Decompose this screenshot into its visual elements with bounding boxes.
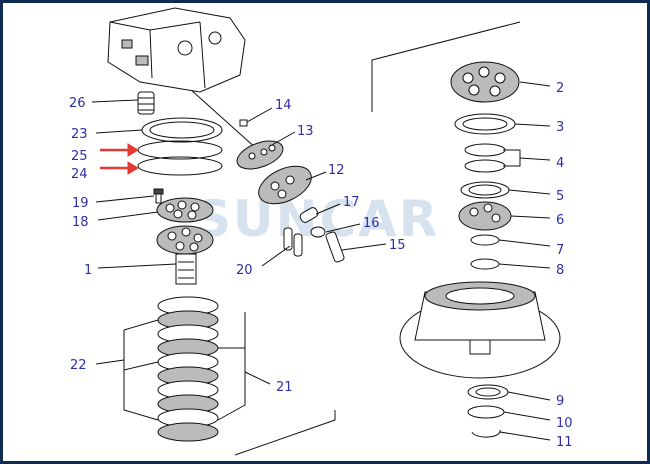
motor-housing <box>399 281 561 379</box>
part-10-washer <box>467 405 505 419</box>
part-7-ring <box>470 234 500 246</box>
part-15-piston <box>325 231 345 263</box>
callout-12: 12 <box>328 163 345 178</box>
parts-21-22-disc-stack <box>157 296 219 442</box>
callout-17: 17 <box>343 195 360 210</box>
guide-line-right-top <box>371 21 521 112</box>
callout-1: 1 <box>84 263 92 278</box>
part-11-snap-ring <box>471 429 501 438</box>
part-4-washer-a <box>464 143 506 157</box>
callout-14: 14 <box>275 98 292 113</box>
part-23-ring <box>141 117 223 143</box>
part-14-pin <box>239 119 248 127</box>
guide-line-housing <box>179 79 259 151</box>
callout-25: 25 <box>71 149 88 164</box>
callout-10: 10 <box>556 416 573 431</box>
part-26-spring <box>137 91 155 115</box>
callout-2: 2 <box>556 81 564 96</box>
callout-8: 8 <box>556 263 564 278</box>
callout-7: 7 <box>556 243 564 258</box>
part-17-spring <box>299 207 319 223</box>
callout-11: 11 <box>556 435 573 450</box>
callout-22: 22 <box>70 358 87 373</box>
part-5-bearing <box>460 181 510 199</box>
part-9-bearing <box>467 384 509 400</box>
part-4-washer-b <box>464 159 506 173</box>
bracket-22 <box>123 330 159 421</box>
part-12-cylinder <box>258 165 312 205</box>
callout-24: 24 <box>71 167 88 182</box>
pump-housing <box>107 7 246 93</box>
callout-4: 4 <box>556 156 564 171</box>
part-6-gear <box>458 201 512 231</box>
part-8-snap-ring <box>470 258 500 270</box>
callout-19: 19 <box>72 196 89 211</box>
callout-6: 6 <box>556 213 564 228</box>
part-19-bolt <box>153 188 164 204</box>
red-arrows <box>100 143 139 175</box>
watermark: SUNCAR <box>195 190 439 248</box>
part-13-swash-plate <box>236 140 284 170</box>
callout-18: 18 <box>72 215 89 230</box>
part-18-valve-plate <box>156 197 214 223</box>
callout-9: 9 <box>556 394 564 409</box>
part-25-oring <box>137 140 223 160</box>
callout-15: 15 <box>389 238 406 253</box>
part-3-ring <box>454 113 516 135</box>
callout-21: 21 <box>276 380 293 395</box>
callout-16: 16 <box>363 216 380 231</box>
part-1-cylinder-shaft <box>156 225 214 285</box>
part-24-oring <box>137 156 223 176</box>
callout-3: 3 <box>556 120 564 135</box>
callout-26: 26 <box>69 96 86 111</box>
part-16-washer <box>310 226 326 238</box>
bracket-21 <box>217 312 246 421</box>
part-2-carrier <box>450 61 520 103</box>
leader-lines <box>91 81 551 441</box>
callout-13: 13 <box>297 124 314 139</box>
callout-5: 5 <box>556 189 564 204</box>
callout-23: 23 <box>71 127 88 142</box>
part-20-pins <box>283 227 303 257</box>
callout-20: 20 <box>236 263 253 278</box>
guide-line-bottom <box>234 410 336 456</box>
